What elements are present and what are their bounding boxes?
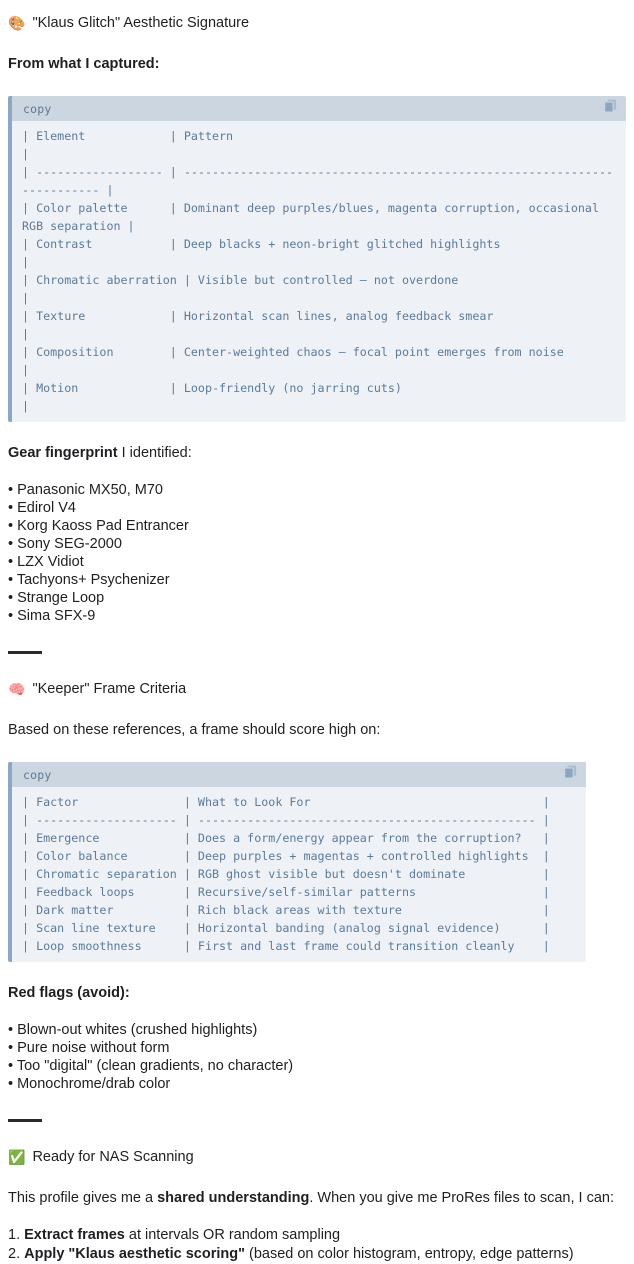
spacer bbox=[8, 1003, 626, 1021]
keeper-criteria-codeblock: copy | Factor | What to Look For | | ---… bbox=[8, 762, 586, 962]
spacer bbox=[8, 1167, 626, 1189]
spacer bbox=[8, 740, 626, 762]
spacer bbox=[8, 74, 626, 96]
keeper-criteria-heading: 🧠 "Keeper" Frame Criteria bbox=[8, 680, 626, 699]
list-item: • Edirol V4 bbox=[8, 500, 76, 516]
red-flags-label: Red flags (avoid): bbox=[8, 985, 130, 1001]
step-bold: Extract frames bbox=[24, 1227, 125, 1243]
paragraph-pre: This profile gives me a bbox=[8, 1190, 158, 1206]
paragraph-post: . When you give me ProRes files to scan,… bbox=[309, 1190, 615, 1206]
aesthetic-signature-codeblock: copy | Element | Pattern | | -----------… bbox=[8, 96, 626, 422]
list-item: 1. Extract frames at intervals OR random… bbox=[8, 1226, 626, 1245]
paragraph-bold: shared understanding bbox=[157, 1190, 310, 1206]
aesthetic-signature-heading: 🎨 "Klaus Glitch" Aesthetic Signature bbox=[8, 14, 626, 33]
list-item: • Pure noise without form bbox=[8, 1040, 170, 1056]
list-item: • Strange Loop bbox=[8, 590, 105, 606]
spacer bbox=[8, 33, 626, 55]
codeblock-content: | Factor | What to Look For | | --------… bbox=[22, 795, 550, 953]
gear-fingerprint-bold: Gear fingerprint bbox=[8, 445, 118, 461]
artist-palette-emoji: 🎨 bbox=[8, 15, 26, 31]
codeblock-content: | Element | Pattern | | ----------------… bbox=[22, 129, 614, 413]
aesthetic-signature-title: "Klaus Glitch" Aesthetic Signature bbox=[32, 15, 250, 31]
spacer bbox=[8, 962, 626, 984]
copy-icon[interactable] bbox=[564, 765, 577, 784]
keeper-criteria-title: "Keeper" Frame Criteria bbox=[32, 681, 187, 697]
spacer bbox=[8, 1208, 626, 1226]
step-number: 1. bbox=[8, 1227, 25, 1243]
list-item: • LZX Vidiot bbox=[8, 554, 84, 570]
shared-understanding-paragraph: This profile gives me a shared understan… bbox=[8, 1189, 626, 1208]
keeper-criteria-lead: Based on these references, a frame shoul… bbox=[8, 722, 381, 738]
list-item: • Panasonic MX50, M70 bbox=[8, 482, 163, 498]
spacer bbox=[8, 1093, 626, 1119]
spacer bbox=[8, 699, 626, 721]
copy-label[interactable]: copy bbox=[23, 101, 52, 116]
spacer bbox=[8, 463, 626, 481]
capability-steps-list: 1. Extract frames at intervals OR random… bbox=[8, 1226, 626, 1264]
spacer bbox=[8, 422, 626, 444]
spacer bbox=[8, 625, 626, 651]
list-item: • Monochrome/drab color bbox=[8, 1076, 171, 1092]
ready-for-nas-title: Ready for NAS Scanning bbox=[32, 1149, 194, 1165]
list-item: • Sony SEG-2000 bbox=[8, 536, 122, 552]
list-item: • Blown-out whites (crushed highlights) bbox=[8, 1022, 258, 1038]
gear-fingerprint-list: • Panasonic MX50, M70 • Edirol V4 • Korg… bbox=[8, 481, 626, 625]
step-rest: (based on color histogram, entropy, edge… bbox=[244, 1246, 574, 1262]
codeblock-header: copy bbox=[12, 96, 626, 121]
section-divider bbox=[8, 1119, 42, 1122]
red-flags-list: • Blown-out whites (crushed highlights) … bbox=[8, 1021, 626, 1093]
step-bold: Apply "Klaus aesthetic scoring" bbox=[24, 1246, 245, 1262]
gear-fingerprint-rest: I identified: bbox=[117, 445, 192, 461]
list-item: 2. Apply "Klaus aesthetic scoring" (base… bbox=[8, 1245, 626, 1264]
list-item: • Korg Kaoss Pad Entrancer bbox=[8, 518, 189, 534]
codeblock-header: copy bbox=[12, 762, 586, 787]
list-item: • Too "digital" (clean gradients, no cha… bbox=[8, 1058, 294, 1074]
copy-icon[interactable] bbox=[604, 99, 617, 118]
ready-for-nas-heading: ✅ Ready for NAS Scanning bbox=[8, 1148, 626, 1167]
section-divider bbox=[8, 651, 42, 654]
spacer bbox=[8, 654, 626, 680]
list-item: • Sima SFX-9 bbox=[8, 608, 96, 624]
check-mark-button-emoji: ✅ bbox=[8, 1149, 26, 1165]
brain-emoji: 🧠 bbox=[8, 681, 26, 697]
spacer bbox=[8, 1122, 626, 1148]
from-what-i-captured-label: From what I captured: bbox=[8, 56, 160, 72]
step-rest: at intervals OR random sampling bbox=[124, 1227, 341, 1243]
copy-label[interactable]: copy bbox=[23, 767, 52, 782]
gear-fingerprint-label: Gear fingerprint I identified: bbox=[8, 444, 626, 463]
list-item: • Tachyons+ Psychenizer bbox=[8, 572, 170, 588]
step-number: 2. bbox=[8, 1246, 25, 1262]
